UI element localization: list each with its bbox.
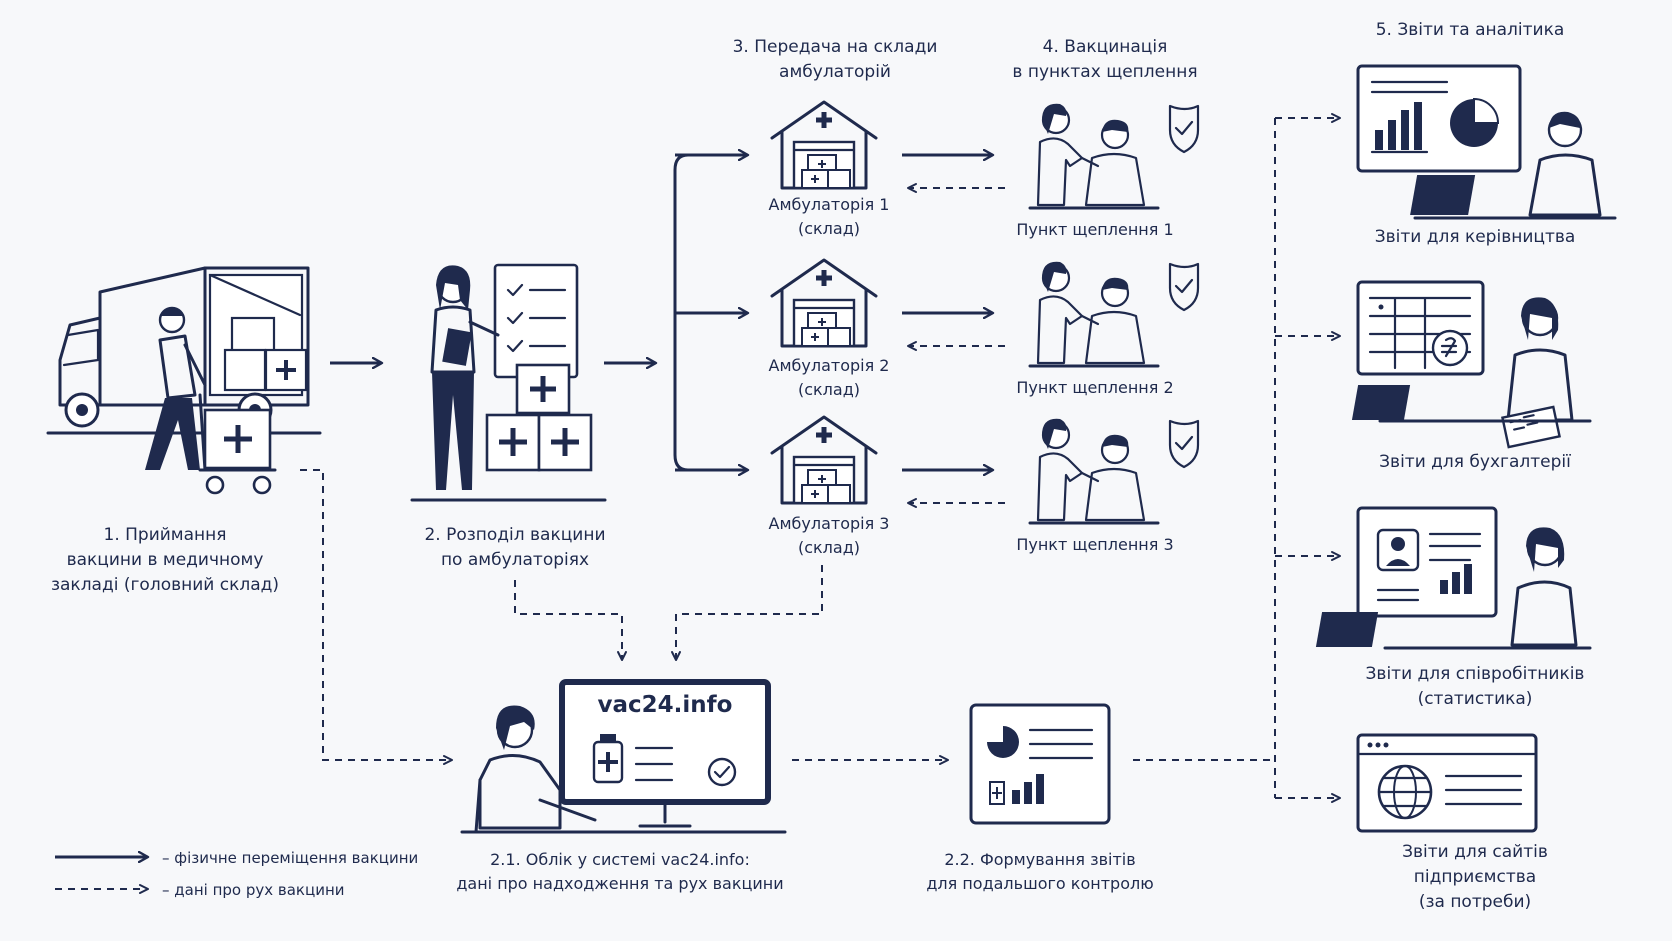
report-staff-label: Звіти для співробітників (статистика)	[1365, 664, 1585, 709]
legend-dashed-label: – дані про рух вакцини	[162, 881, 345, 899]
vaccination-point-1-label: Пункт щеплення 1	[1016, 220, 1174, 239]
step-report-generation-label: 2.2. Формування звітів для подальшого ко…	[926, 850, 1154, 893]
staff-report-icon	[1315, 506, 1592, 650]
report-accounting-label: Звіти для бухгалтерії	[1379, 452, 1571, 472]
step-accounting-label: 2.1. Облік у системі vac24.info: дані пр…	[456, 850, 784, 893]
vaccination-point-3-label: Пункт щеплення 3	[1016, 535, 1174, 554]
legend-solid-label: – фізичне переміщення вакцини	[162, 849, 419, 867]
vaccination-point-2-label: Пункт щеплення 2	[1016, 378, 1174, 397]
data-flow-distribute	[514, 580, 627, 661]
management-report-icon	[1356, 64, 1617, 220]
step-transfer-heading: 3. Передача на склади амбулаторій	[732, 37, 938, 82]
step-receive-label: 1. Приймання вакцини в медичному закладі…	[50, 525, 280, 595]
monitor-site-title: vac24.info	[597, 692, 733, 718]
vaccination-point-icon	[1028, 418, 1200, 525]
clinic-warehouse-icon	[770, 100, 878, 190]
clinic-1-label: Амбулаторія 1 (склад)	[768, 195, 890, 238]
accounting-report-icon	[1351, 280, 1592, 449]
vaccination-point-icon	[1028, 103, 1200, 210]
vaccination-point-icon	[1028, 261, 1200, 368]
report-website-label: Звіти для сайтів підприємства (за потреб…	[1402, 842, 1548, 912]
step-vaccination-heading: 4. Вакцинація в пунктах щеплення	[1012, 37, 1198, 82]
distribution-worker-icon	[410, 263, 607, 502]
clinic-warehouse-icon	[770, 258, 878, 348]
clinic-warehouse-icon	[770, 415, 878, 505]
clinic-3-label: Амбулаторія 3 (склад)	[768, 514, 890, 557]
clinic-2-label: Амбулаторія 2 (склад)	[768, 356, 890, 399]
data-flow-receive	[300, 469, 453, 765]
worker-with-cart-icon	[145, 306, 277, 495]
truck-icon	[46, 266, 322, 435]
step-reports-heading: 5. Звіти та аналітика	[1375, 20, 1565, 40]
data-flow-clinics	[671, 565, 823, 661]
step-distribute-label: 2. Розподіл вакцини по амбулаторіях	[424, 525, 606, 570]
accounting-workstation-icon	[460, 679, 787, 834]
report-management-label: Звіти для керівництва	[1374, 227, 1576, 247]
report-document-icon	[969, 703, 1111, 825]
website-report-icon	[1356, 733, 1538, 833]
